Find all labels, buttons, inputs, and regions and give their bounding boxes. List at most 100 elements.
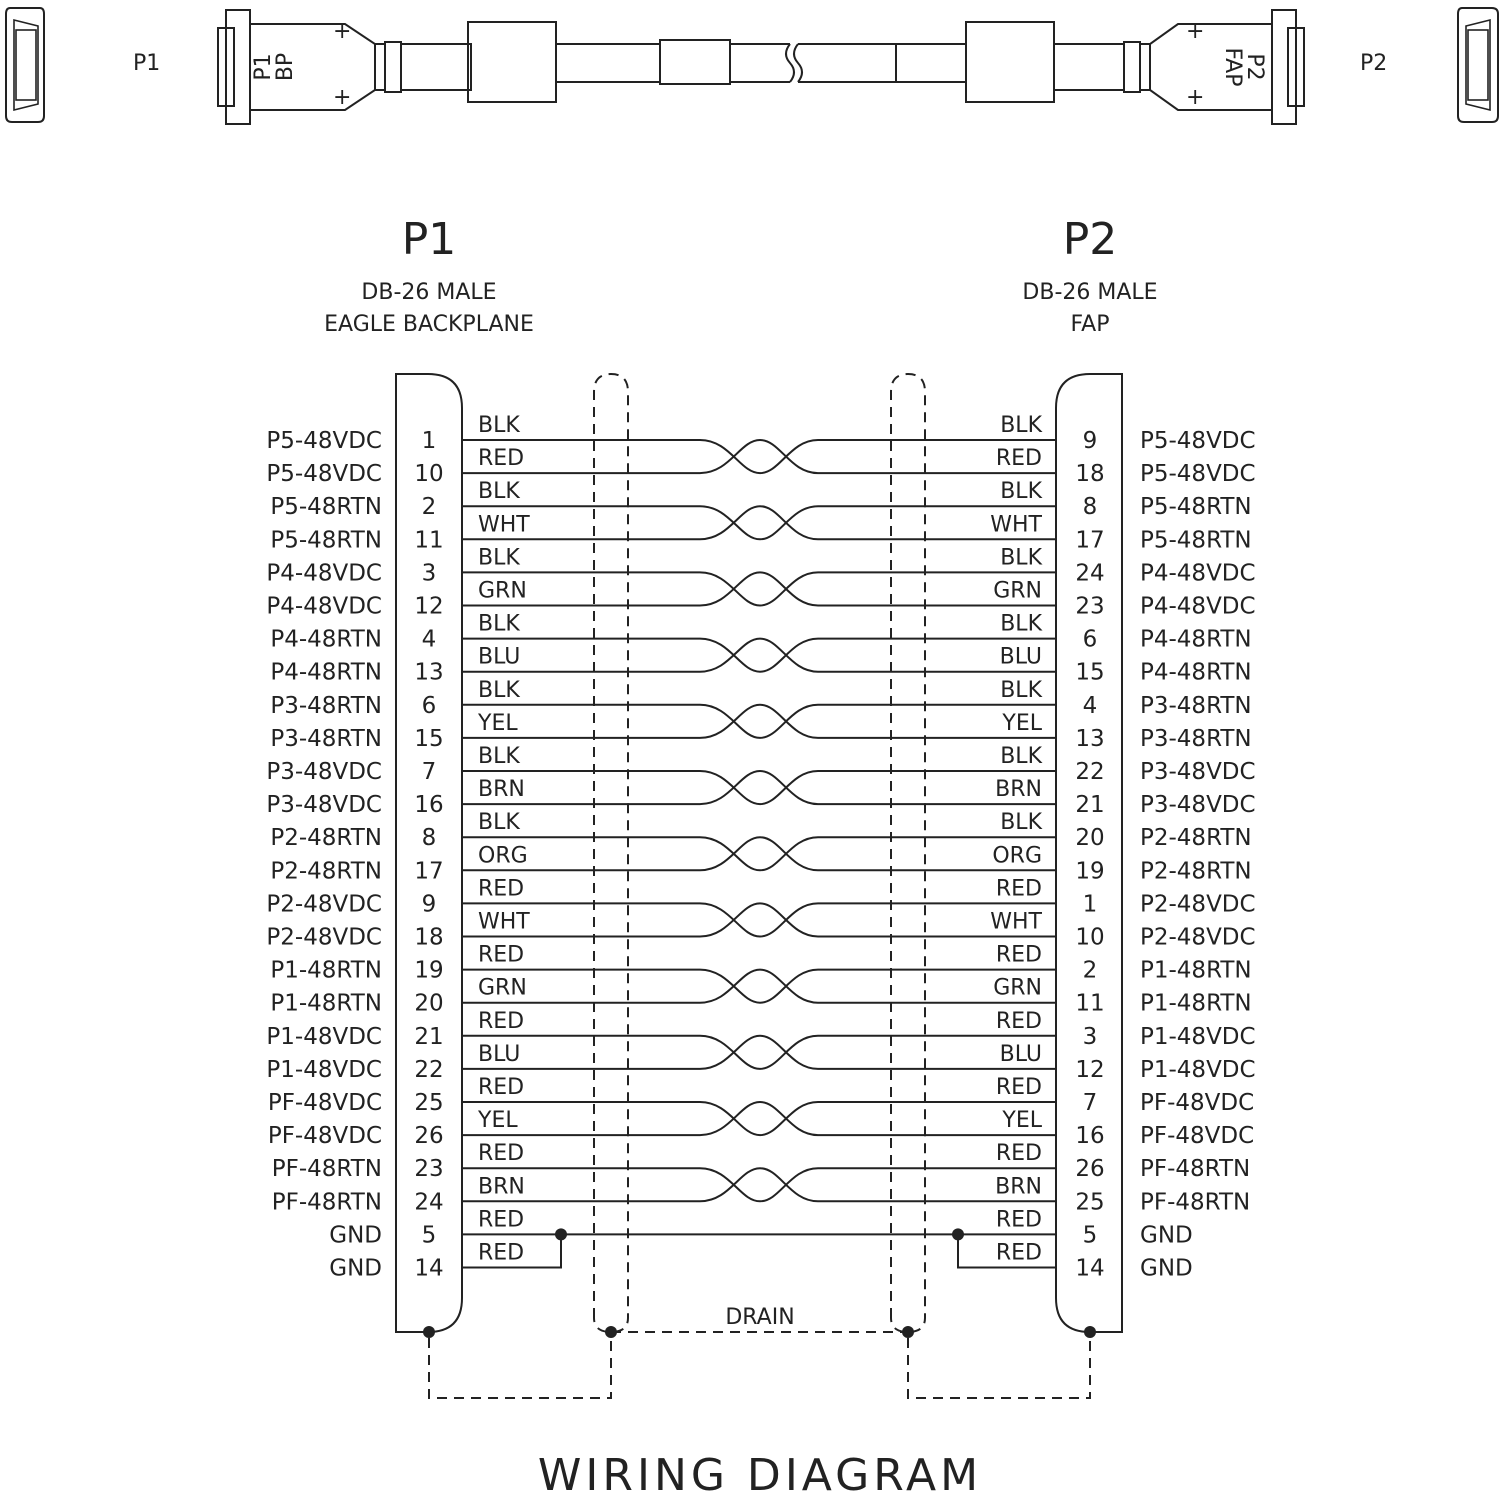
- p1-signal-label: P4-48VDC: [266, 594, 382, 620]
- plus-mark: +: [333, 85, 351, 110]
- wire-color-label-right: YEL: [1001, 711, 1042, 736]
- wire-color-label-right: BLK: [1000, 545, 1042, 570]
- p1-connector-face-icon: [5, 7, 45, 123]
- p2-signal-label: P1-48RTN: [1140, 958, 1252, 984]
- plus-mark: +: [333, 19, 351, 44]
- twisted-pair-conductor: [462, 968, 1056, 1004]
- p2-pin-number: 20: [1075, 825, 1104, 851]
- p2-pin-number: 16: [1075, 1123, 1104, 1149]
- wire-color-label-right: BLK: [1000, 413, 1042, 438]
- p1-shell-ground-link: [428, 1338, 612, 1399]
- wire-color-label-right: BRN: [995, 777, 1042, 802]
- p1-pin-number: 24: [414, 1189, 443, 1215]
- wire-color-label-right: RED: [996, 446, 1042, 471]
- twisted-pair-conductor: [462, 1034, 1056, 1070]
- p1-connector-title: P1: [402, 214, 457, 265]
- p1-connector-desc: EAGLE BACKPLANE: [324, 312, 534, 337]
- twisted-pair-conductor: [462, 836, 1056, 872]
- drain-junction-right: [902, 1326, 914, 1338]
- p2-signal-label: P2-48RTN: [1140, 825, 1252, 851]
- twisted-pair-conductor: [462, 1034, 1056, 1070]
- twisted-pair-conductor: [462, 439, 1056, 475]
- p2-connector-title: P2: [1063, 214, 1118, 265]
- twisted-pair-conductor: [462, 637, 1056, 673]
- p1-pin-number: 10: [414, 461, 443, 487]
- p2-pin-number: 3: [1083, 1024, 1098, 1050]
- p2-signal-label: PF-48VDC: [1140, 1090, 1254, 1116]
- p1-signal-label: P3-48VDC: [266, 792, 382, 818]
- wire-color-label-left: YEL: [477, 711, 518, 736]
- twisted-pair-conductor: [462, 1100, 1056, 1137]
- twisted-pair-conductor: [462, 571, 1056, 607]
- label-sleeve: [659, 39, 731, 85]
- wire-color-label-left: BLK: [478, 810, 520, 835]
- p1-signal-label: P5-48RTN: [270, 527, 382, 553]
- wire-color-label-left: ORG: [478, 843, 528, 868]
- p2-pin-number: 14: [1075, 1256, 1104, 1282]
- wire-color-label-left: RED: [478, 1207, 524, 1232]
- p2-pin-number: 18: [1075, 461, 1104, 487]
- p2-connector-body: [1055, 373, 1123, 1333]
- p1-signal-label: P3-48RTN: [270, 726, 382, 752]
- p1-pin-number: 7: [422, 759, 437, 785]
- p1-signal-label: P2-48RTN: [270, 825, 382, 851]
- wire-color-label-right: GRN: [993, 579, 1042, 604]
- p2-pin-number: 8: [1083, 494, 1098, 520]
- p1-pin-number: 26: [414, 1123, 443, 1149]
- p2-pin-number: 12: [1075, 1057, 1104, 1083]
- p1-signal-label: GND: [329, 1222, 382, 1248]
- p1-pin-number: 9: [422, 891, 437, 917]
- twisted-pair-conductor: [462, 703, 1056, 739]
- p2-pin-number: 15: [1075, 660, 1104, 686]
- p2-signal-label: P1-48VDC: [1140, 1024, 1256, 1050]
- twisted-pair-conductor: [462, 637, 1056, 673]
- p1-backshell: + + P1 BP: [217, 9, 472, 125]
- wire-color-label-right: RED: [996, 1009, 1042, 1034]
- wire-color-label-left: BLU: [478, 645, 520, 670]
- p1-pin-number: 23: [414, 1156, 443, 1182]
- p1-shell-ground-dot: [423, 1326, 435, 1338]
- twisted-pair-conductor: [462, 1167, 1056, 1203]
- wire-color-label-right: YEL: [1001, 1108, 1042, 1133]
- p2-pin-number: 17: [1075, 527, 1104, 553]
- wire-color-label-left: WHT: [478, 910, 530, 935]
- p2-connector-face-icon: [1457, 7, 1499, 123]
- twisted-pair-conductor: [462, 770, 1056, 806]
- shield-left: [593, 372, 629, 1334]
- p2-backshell: + + P2 FAP: [1053, 9, 1305, 125]
- wire-color-label-left: BRN: [478, 777, 525, 802]
- p1-pin-number: 12: [414, 594, 443, 620]
- p1-signal-label: P5-48RTN: [270, 494, 382, 520]
- p1-pin-number: 3: [422, 560, 437, 586]
- p1-pin-number: 25: [414, 1090, 443, 1116]
- wire-color-label-left: RED: [478, 876, 524, 901]
- p2-pin-number: 22: [1075, 759, 1104, 785]
- p2-pin-number: 13: [1075, 726, 1104, 752]
- p1-pin-number: 15: [414, 726, 443, 752]
- gnd-junction-left: [555, 1228, 567, 1241]
- plus-mark: +: [1186, 85, 1204, 110]
- p1-connector-body: [395, 373, 463, 1333]
- p1-pin-number: 14: [414, 1256, 443, 1282]
- p2-housing-label-line1: P2: [1242, 53, 1267, 80]
- p2-pin-number: 1: [1083, 891, 1098, 917]
- twisted-pair-conductor: [462, 505, 1056, 541]
- p2-signal-label: P5-48RTN: [1140, 494, 1252, 520]
- wire-color-label-right: BLK: [1000, 612, 1042, 637]
- p1-connector-type: DB-26 MALE: [361, 280, 496, 305]
- gnd-junction-right: [952, 1228, 964, 1241]
- wire-color-label-right: BLU: [1000, 1042, 1042, 1067]
- p2-pin-number: 2: [1083, 958, 1098, 984]
- p1-pin-number: 5: [422, 1222, 437, 1248]
- p2-signal-label: P4-48VDC: [1140, 594, 1256, 620]
- p2-signal-label: P4-48RTN: [1140, 660, 1252, 686]
- wire-color-label-left: RED: [478, 1241, 524, 1266]
- drain-wire: DRAIN: [423, 1305, 1096, 1399]
- p2-signal-label: PF-48RTN: [1140, 1189, 1250, 1215]
- twisted-pair-conductor: [462, 571, 1056, 607]
- p1-housing-label-line2: BP: [273, 53, 298, 81]
- wire-color-label-right: RED: [996, 876, 1042, 901]
- p1-signal-label: PF-48VDC: [268, 1090, 382, 1116]
